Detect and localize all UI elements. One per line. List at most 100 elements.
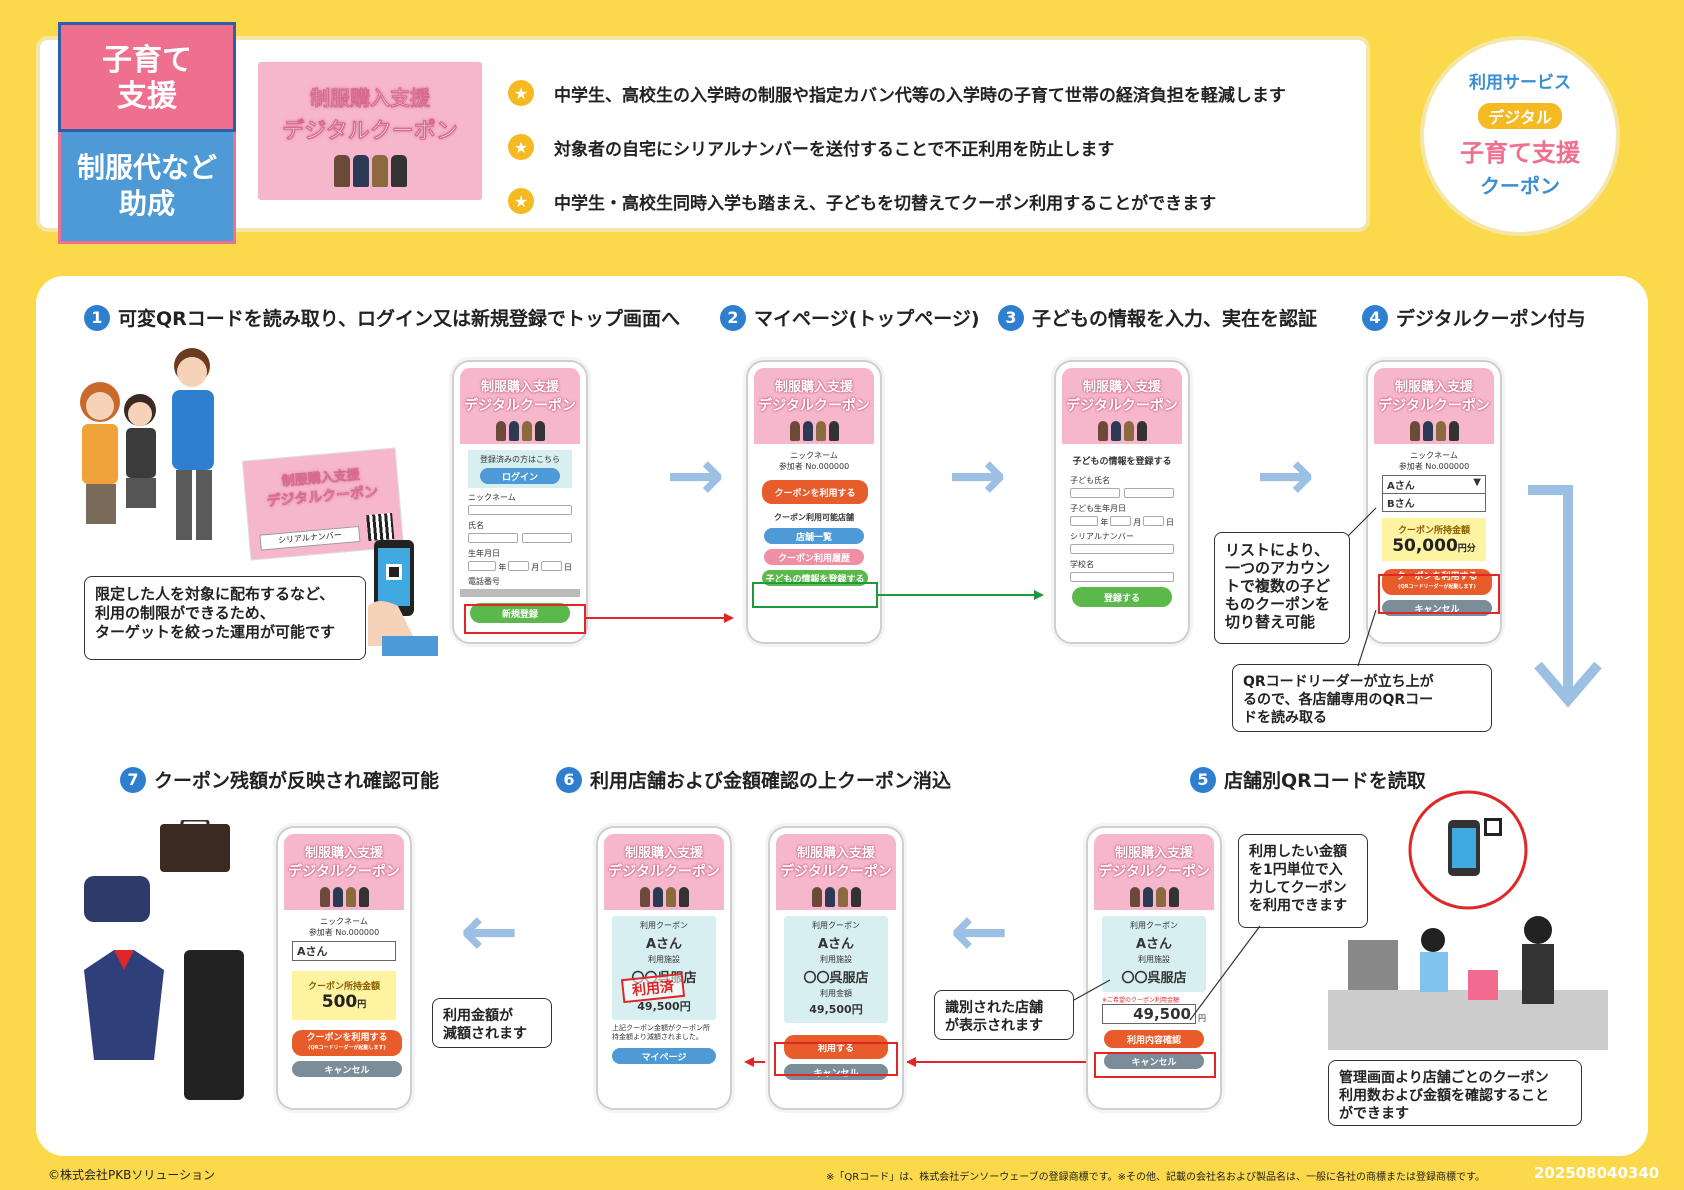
nickname-field[interactable] [468, 505, 572, 515]
cancel-button[interactable]: キャンセル [292, 1061, 402, 1077]
child-select[interactable]: Aさん [292, 941, 396, 961]
use-coupon-button[interactable]: クーポンを利用する(QRコードリーダーが起動します) [1382, 569, 1492, 595]
copyright: ©株式会社PKBソリューション [48, 1168, 216, 1182]
child-option-b[interactable]: Bさん [1382, 494, 1486, 512]
red-connector-2 [906, 1057, 1086, 1067]
birth-month-field[interactable] [508, 561, 530, 571]
star-icon: ★ [508, 188, 534, 214]
document-code: 202508040340 [1534, 1164, 1660, 1182]
highlight-register-child [752, 582, 878, 608]
child-select[interactable]: Aさん▼ [1382, 475, 1486, 494]
family-illustration [80, 348, 214, 540]
tag-childcare: 子育て 支援 [58, 22, 236, 132]
thumb-title-1: 制服購入支援 [310, 86, 431, 111]
phone-mypage: 制服購入支援デジタルクーポン ニックネーム 参加者 No.000000 クーポン… [746, 360, 882, 644]
arrow-left-icon: ← [950, 890, 1009, 972]
name-field-last[interactable] [468, 533, 518, 543]
arrow-left-icon: ← [460, 890, 519, 972]
callout-pointer-lines [1347, 507, 1377, 667]
service-badge: 利用サービス デジタル 子育て支援 クーポン [1420, 36, 1620, 236]
phone-child-register: 制服購入支援デジタルクーポン 子どもの情報を登録する 子ども氏名 子ども生年月日… [1054, 360, 1190, 644]
use-coupon-button[interactable]: クーポンを利用する(QRコードリーダーが起動します) [292, 1030, 402, 1056]
callout-reduced: 利用金額が 減額されます [432, 998, 552, 1048]
confirm-usage-button[interactable]: 利用内容確認 [1104, 1030, 1204, 1048]
coupon-history-button[interactable]: クーポン利用履歴 [764, 549, 864, 565]
use-button[interactable]: 利用する [784, 1035, 888, 1059]
feature-item: ★対象者の自宅にシリアルナンバーを送付することで不正利用を防止します [508, 120, 1348, 174]
callout-limited: 限定した人を対象に配布するなど、 利用の制限ができるため、 ターゲットを絞った運… [84, 576, 366, 660]
callout-amount: 利用したい金額 を1円単位で入 力してクーポン を利用できます [1238, 834, 1368, 928]
callout-pointer-lines-2 [1073, 925, 1261, 1021]
service-name-1: 子育て支援 [1460, 139, 1580, 167]
coupon-thumbnail: 制服購入支援 デジタルクーポン [258, 62, 482, 200]
callout-admin: 管理画面より店舗ごとのクーポン 利用数および金額を確認すること ができます [1328, 1060, 1582, 1126]
mypage-button[interactable]: マイページ [612, 1048, 716, 1064]
tag-uniform: 制服代など 助成 [58, 132, 236, 244]
star-icon: ★ [508, 80, 534, 106]
child-year-field[interactable] [1070, 516, 1099, 526]
child-day-field[interactable] [1143, 516, 1165, 526]
highlight-use-coupon [1378, 574, 1500, 614]
phone-header: 制服購入支援デジタルクーポン [460, 368, 580, 444]
name-field-first[interactable] [522, 533, 572, 543]
feature-list: ★中学生、高校生の入学時の制服や指定カバン代等の入学時の子育て世帯の経済負担を軽… [508, 66, 1348, 228]
trademark-note: ※「QRコード」は、株式会社デンソーウェーブの登録商標です。※その他、記載の会社… [826, 1172, 1485, 1183]
thumb-title-2: デジタルクーポン [282, 119, 458, 145]
dropdown-arrow-icon: ▼ [1473, 477, 1481, 488]
child-submit-button[interactable]: 登録する [1072, 587, 1172, 607]
category-tag: 子育て 支援 制服代など 助成 [58, 22, 236, 244]
callout-qr-reader: QRコードリーダーが立ち上が るので、各店舗専用のQRコー ドを読み取る [1232, 664, 1492, 732]
phone-login: 制服購入支援デジタルクーポン 登録済みの方はこちらログイン ニックネーム 氏名 … [452, 360, 588, 644]
hand-phone-illustration [368, 540, 438, 656]
highlight-confirm [1094, 1052, 1216, 1078]
child-name-first[interactable] [1124, 488, 1174, 498]
uniform-illustration [84, 820, 244, 1100]
child-month-field[interactable] [1110, 516, 1132, 526]
store-list-button[interactable]: 店舗一覧 [764, 528, 864, 544]
cancel-button[interactable]: キャンセル [1104, 1053, 1204, 1069]
login-button[interactable]: ログイン [480, 468, 560, 484]
feature-item: ★中学生、高校生の入学時の制服や指定カバン代等の入学時の子育て世帯の経済負担を軽… [508, 66, 1348, 120]
feature-item: ★中学生・高校生同時入学も踏まえ、子どもを切替えてクーポン利用することができます [508, 174, 1348, 228]
callout-switch-child: リストにより、 一つのアカウン トで複数の子ど ものクーポンを 切り替え可能 [1214, 532, 1350, 644]
highlight-register [464, 604, 586, 634]
birth-year-field[interactable] [468, 561, 497, 571]
service-digital: デジタル [1478, 103, 1562, 129]
callout-store-shown: 識別された店舗 が表示されます [934, 990, 1074, 1040]
register-button[interactable]: 新規登録 [470, 603, 570, 623]
phone-balance: 制服購入支援デジタルクーポン ニックネーム 参加者 No.000000 Aさん … [276, 826, 412, 1110]
store-illustration [1328, 790, 1608, 1050]
students-illustration [258, 155, 482, 187]
use-coupon-button[interactable]: クーポンを利用する [762, 480, 868, 504]
school-field[interactable] [1070, 572, 1174, 582]
serial-number-field: シリアルナンバー [259, 525, 361, 551]
arrow-right-icon: → [1256, 434, 1315, 516]
arrow-down-icon [1528, 485, 1602, 708]
amount-input[interactable]: 49,500 [1102, 1004, 1196, 1024]
phone-coupon-granted: 制服購入支援デジタルクーポン ニックネーム 参加者 No.000000 Aさん▼… [1366, 360, 1502, 644]
highlight-use [774, 1042, 898, 1076]
child-serial-field[interactable] [1070, 544, 1174, 554]
service-label: 利用サービス [1469, 73, 1571, 93]
cancel-button[interactable]: キャンセル [784, 1064, 888, 1080]
green-connector [878, 590, 1044, 600]
child-name-last[interactable] [1070, 488, 1120, 498]
flow-connector-lines [586, 613, 734, 623]
birth-day-field[interactable] [541, 561, 563, 571]
arrow-right-icon: → [666, 434, 725, 516]
arrow-right-icon: → [948, 434, 1007, 516]
